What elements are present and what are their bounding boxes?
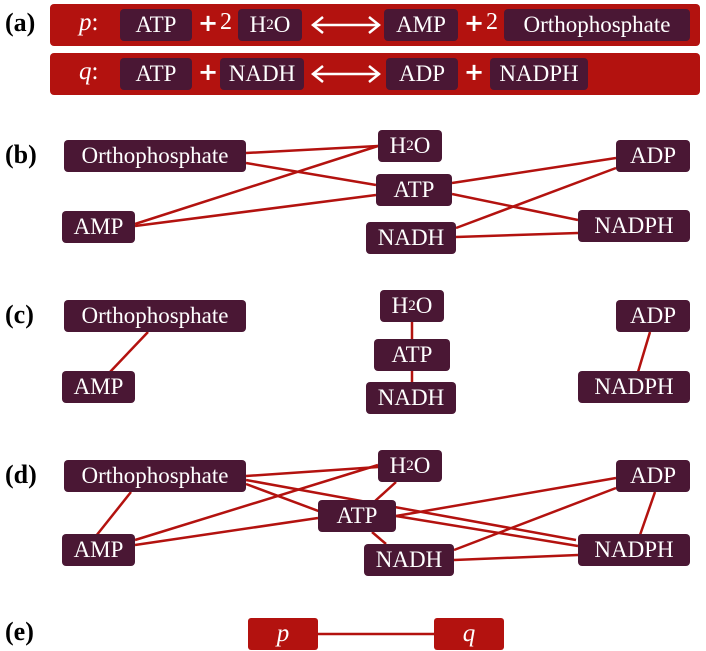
d-node-nadh: NADH [364, 544, 454, 576]
b-node-nadh: NADH [366, 222, 456, 254]
reaction-p-amp: AMP [384, 9, 458, 41]
e-node-p: p [248, 618, 318, 650]
reaction-p-orthophosphate: Orthophosphate [504, 9, 690, 41]
c-node-nadh: NADH [366, 382, 456, 414]
b-node-orthophosphate: Orthophosphate [64, 140, 246, 172]
c-node-adp: ADP [616, 300, 690, 332]
d-node-atp: ATP [318, 500, 396, 532]
reaction-q-arrow [310, 65, 382, 83]
d-node-adp: ADP [616, 460, 690, 492]
b-node-adp: ADP [616, 140, 690, 172]
reaction-p-var: p: [79, 9, 99, 36]
reaction-q-atp: ATP [120, 58, 192, 90]
panel-label-d: (d) [5, 460, 37, 489]
panel-label-c: (c) [5, 300, 34, 329]
panel-label-a: (a) [5, 8, 36, 37]
e-node-q: q [434, 618, 504, 650]
reaction-q-plus-1: + [198, 58, 219, 86]
reaction-q-plus-2: + [464, 58, 485, 86]
reaction-q-nadh: NADH [220, 58, 304, 90]
d-node-amp: AMP [62, 534, 135, 566]
reaction-p-atp: ATP [120, 9, 192, 41]
reaction-q-var: q: [79, 58, 99, 85]
reaction-p-coef-2: 2 [486, 9, 498, 35]
reaction-p-coef-1: 2 [220, 9, 232, 35]
panel-label-b: (b) [5, 140, 37, 169]
c-node-orthophosphate: Orthophosphate [64, 300, 246, 332]
reaction-p-arrow [310, 16, 382, 34]
b-node-amp: AMP [62, 211, 135, 243]
c-node-atp: ATP [374, 339, 450, 371]
d-node-nadph: NADPH [578, 534, 690, 566]
c-node-amp: AMP [62, 371, 135, 403]
b-node-nadph: NADPH [578, 210, 690, 242]
panel-label-e: (e) [5, 617, 34, 646]
d-node-orthophosphate: Orthophosphate [64, 460, 246, 492]
reaction-q-adp: ADP [386, 58, 458, 90]
reaction-p-plus-2: + [464, 9, 485, 37]
reaction-p-plus-1: + [198, 9, 219, 37]
b-node-atp: ATP [376, 174, 452, 206]
reaction-q-nadph: NADPH [490, 58, 588, 90]
c-node-nadph: NADPH [578, 371, 690, 403]
